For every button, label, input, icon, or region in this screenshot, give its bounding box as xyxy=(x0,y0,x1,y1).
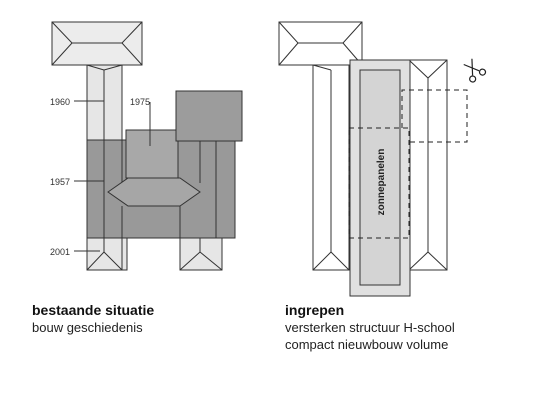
year-label-1960: 1960 xyxy=(50,97,70,107)
right-wing-west xyxy=(312,64,350,271)
year-label-1975: 1975 xyxy=(130,97,150,107)
solar-panel-label: zonnepanelen xyxy=(376,149,387,216)
dashed-outlines xyxy=(348,89,468,239)
year-label-1957: 1957 xyxy=(50,177,70,187)
wing-1975 xyxy=(125,90,243,179)
right-wing-east xyxy=(408,59,448,271)
right-wing-top xyxy=(278,21,363,66)
right-caption-line-1: versterken structuur H-school xyxy=(285,320,455,335)
left-diagram xyxy=(51,21,243,271)
scissors-icon xyxy=(463,58,487,83)
new-volume xyxy=(349,59,411,297)
right-caption: ingrepen versterken structuur H-school c… xyxy=(285,302,455,353)
right-caption-line-2: compact nieuwbouw volume xyxy=(285,337,449,352)
left-caption: bestaande situatie bouw geschiedenis xyxy=(32,302,154,336)
wing-1960-top xyxy=(51,21,143,66)
left-caption-title: bestaande situatie xyxy=(32,302,155,318)
wing-2001-legs xyxy=(86,237,223,271)
right-caption-title: ingrepen xyxy=(285,302,345,318)
year-label-2001: 2001 xyxy=(50,247,70,257)
left-caption-subtitle: bouw geschiedenis xyxy=(32,320,143,335)
wing-1960-stem xyxy=(86,64,123,141)
right-diagram xyxy=(278,21,468,297)
